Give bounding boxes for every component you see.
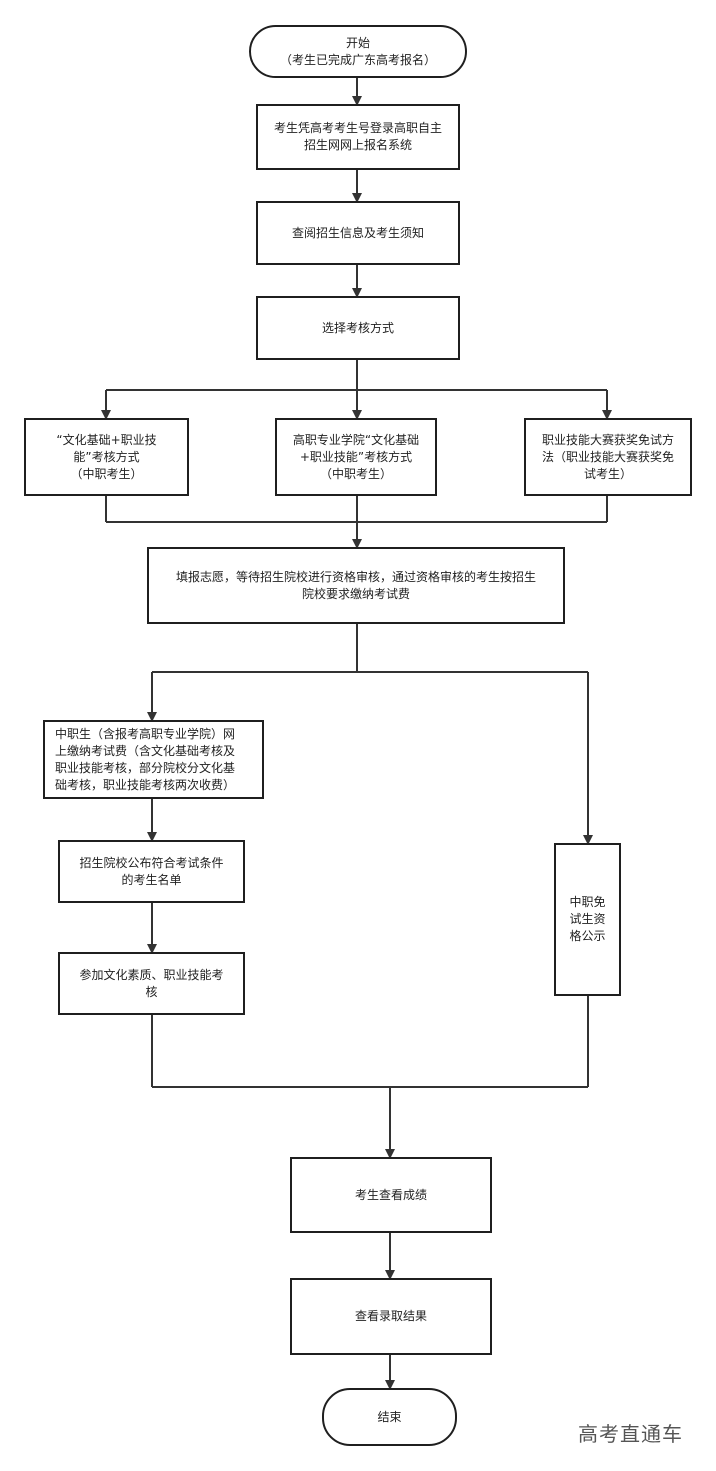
check-result-step: 查看录取结果 <box>290 1278 492 1355</box>
watermark-text: 高考直通车 <box>578 1422 683 1446</box>
login-step: 考生凭高考考生号登录高职自主 招生网网上报名系统 <box>256 104 460 170</box>
option-c-node: 职业技能大赛获奖免试方 法（职业技能大赛获奖免 试考生） <box>524 418 692 496</box>
start-node: 开始 （考生已完成广东高考报名） <box>249 25 467 78</box>
take-exam-step: 参加文化素质、职业技能考 核 <box>58 952 245 1015</box>
publish-list-step: 招生院校公布符合考试条件 的考生名单 <box>58 840 245 903</box>
check-score-step: 考生查看成绩 <box>290 1157 492 1233</box>
option-b-node: 高职专业学院“文化基础 +职业技能”考核方式 （中职考生） <box>275 418 437 496</box>
end-node: 结束 <box>322 1388 457 1446</box>
read-info-step: 查阅招生信息及考生须知 <box>256 201 460 265</box>
pay-fee-step: 中职生（含报考高职专业学院）网 上缴纳考试费（含文化基础考核及 职业技能考核，部… <box>43 720 264 799</box>
exempt-notice-step: 中职免 试生资 格公示 <box>554 843 621 996</box>
choose-mode-step: 选择考核方式 <box>256 296 460 360</box>
fill-application-step: 填报志愿，等待招生院校进行资格审核，通过资格审核的考生按招生 院校要求缴纳考试费 <box>147 547 565 624</box>
option-a-node: “文化基础+职业技 能”考核方式 （中职考生） <box>24 418 189 496</box>
